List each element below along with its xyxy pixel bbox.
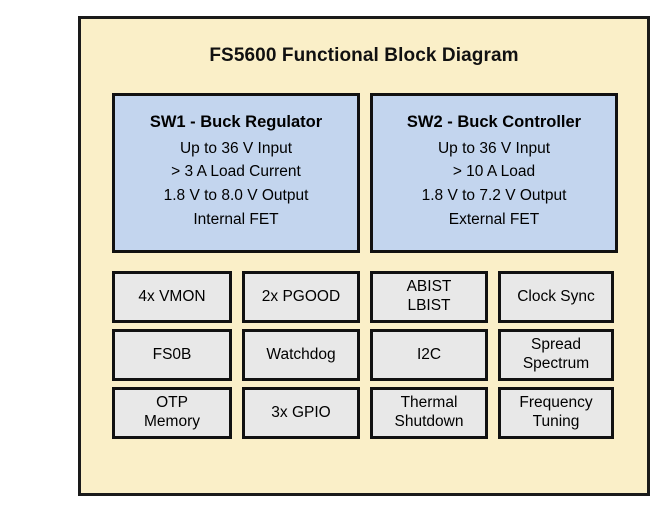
feature-label: Frequency xyxy=(519,394,593,412)
feature-block-abist-lbist: ABIST LBIST xyxy=(370,271,488,323)
switcher-sw2-title: SW2 - Buck Controller xyxy=(406,112,582,131)
feature-block-watchdog: Watchdog xyxy=(242,329,360,381)
switcher-sw2-spec-output: 1.8 V to 7.2 V Output xyxy=(421,187,567,204)
switcher-block-sw2: SW2 - Buck Controller Up to 36 V Input >… xyxy=(370,93,618,253)
feature-label: 3x GPIO xyxy=(271,403,331,421)
switcher-sw2-spec-fet: External FET xyxy=(448,210,540,228)
page-title: FS5600 Functional Block Diagram xyxy=(209,45,519,66)
switcher-sw1-spec-fet: Internal FET xyxy=(193,210,279,228)
feature-block-thermal-shutdown: Thermal Shutdown xyxy=(370,387,488,439)
feature-label-line2: Shutdown xyxy=(394,413,464,430)
feature-block-gpio: 3x GPIO xyxy=(242,387,360,439)
feature-label: 2x PGOOD xyxy=(261,287,341,305)
feature-label: Thermal xyxy=(400,394,458,412)
switcher-block-sw1: SW1 - Buck Regulator Up to 36 V Input > … xyxy=(112,93,360,253)
feature-label: I2C xyxy=(416,345,442,363)
feature-block-spread-spectrum: Spread Spectrum xyxy=(498,329,614,381)
feature-block-frequency-tuning: Frequency Tuning xyxy=(498,387,614,439)
feature-block-fs0b: FS0B xyxy=(112,329,232,381)
switcher-sw1-title: SW1 - Buck Regulator xyxy=(149,112,323,131)
feature-label-line2: Memory xyxy=(144,413,200,430)
feature-label: ABIST xyxy=(406,278,452,296)
feature-label-line2: LBIST xyxy=(407,297,451,314)
feature-label: OTP xyxy=(156,394,188,412)
switcher-sw1-spec-input: Up to 36 V Input xyxy=(179,139,293,157)
feature-label: Spread xyxy=(531,336,581,354)
switcher-sw1-spec-load: > 3 A Load Current xyxy=(171,163,301,181)
switcher-sw2-spec-load: > 10 A Load xyxy=(452,163,536,181)
functional-block-diagram: FS5600 Functional Block Diagram SW1 - Bu… xyxy=(78,16,650,496)
feature-block-otp-memory: OTP Memory xyxy=(112,387,232,439)
feature-label: Clock Sync xyxy=(517,287,595,305)
switcher-sw1-spec-output: 1.8 V to 8.0 V Output xyxy=(163,187,309,204)
feature-block-grid: 4x VMON 2x PGOOD ABIST LBIST Clock Sync … xyxy=(112,271,618,439)
switcher-block-row: SW1 - Buck Regulator Up to 36 V Input > … xyxy=(112,93,618,253)
feature-label: 4x VMON xyxy=(138,287,206,305)
feature-block-vmon: 4x VMON xyxy=(112,271,232,323)
feature-block-pgood: 2x PGOOD xyxy=(242,271,360,323)
feature-block-i2c: I2C xyxy=(370,329,488,381)
feature-label: Watchdog xyxy=(266,345,336,363)
feature-block-clock-sync: Clock Sync xyxy=(498,271,614,323)
switcher-sw2-spec-input: Up to 36 V Input xyxy=(437,139,551,157)
feature-label-line2: Tuning xyxy=(532,413,580,430)
feature-label-line2: Spectrum xyxy=(522,355,590,372)
feature-label: FS0B xyxy=(152,345,192,363)
